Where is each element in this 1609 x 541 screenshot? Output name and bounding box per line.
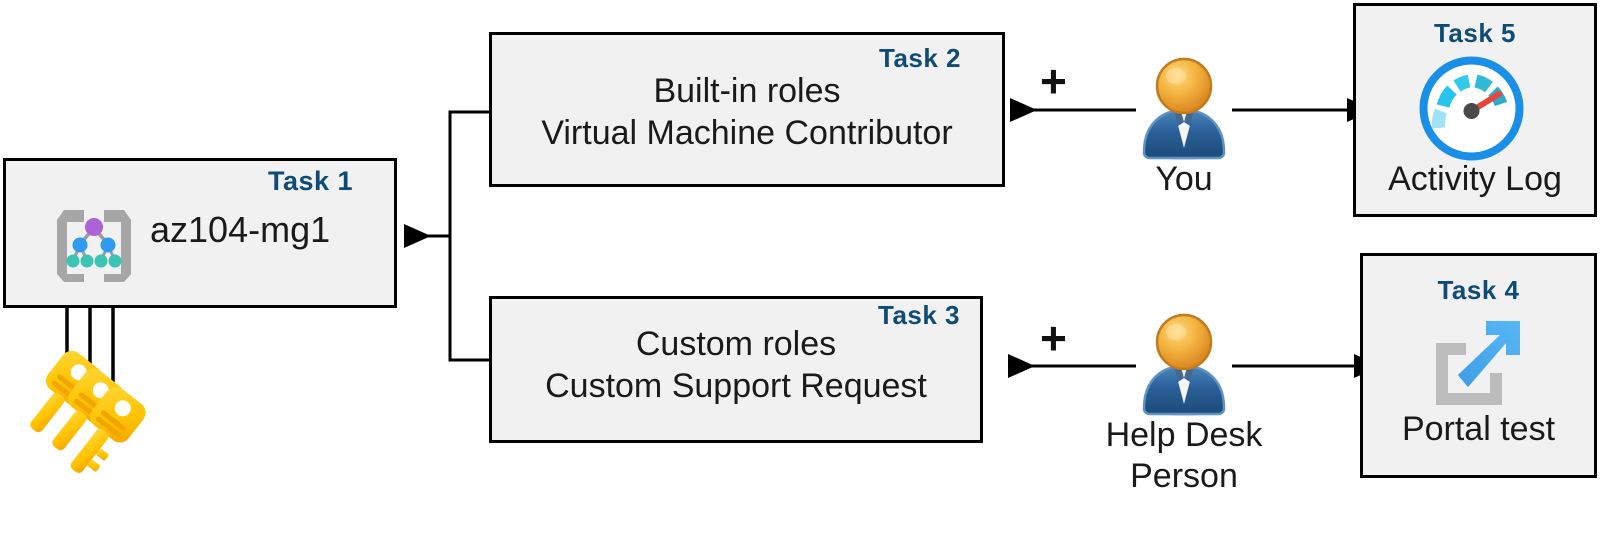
task3-line2: Custom Support Request (545, 367, 927, 405)
management-group-icon (48, 198, 140, 290)
gauge-icon (1419, 56, 1524, 161)
task5-box[interactable] (1353, 3, 1597, 217)
keys-icon (30, 342, 160, 487)
task1-name: az104-mg1 (150, 209, 331, 250)
helpdesk-label-line1: Help Desk (1105, 416, 1263, 454)
external-link-icon (1420, 313, 1528, 411)
connector-tasks-to-mg (404, 110, 489, 362)
helpdesk-user-icon (1136, 308, 1232, 418)
task3-label: Task 3 (878, 300, 961, 330)
task5-name: Activity Log (1388, 160, 1562, 198)
plus-bottom: + (1040, 312, 1067, 364)
task2-label: Task 2 (879, 43, 962, 73)
task1-label: Task 1 (268, 166, 354, 196)
task2-line2: Virtual Machine Contributor (541, 114, 953, 152)
helpdesk-label-line2: Person (1130, 457, 1238, 495)
you-user-icon (1136, 52, 1232, 162)
task2-line1: Built-in roles (653, 72, 841, 110)
task3-line1: Custom roles (635, 325, 837, 363)
task3-box[interactable] (489, 296, 983, 443)
task1-box[interactable] (3, 158, 397, 308)
task4-label: Task 4 (1437, 275, 1520, 305)
task2-box[interactable] (489, 32, 1005, 187)
task5-label: Task 5 (1433, 18, 1516, 48)
task4-name: Portal test (1401, 410, 1556, 448)
plus-top: + (1040, 55, 1067, 107)
you-label: You (1155, 160, 1213, 198)
